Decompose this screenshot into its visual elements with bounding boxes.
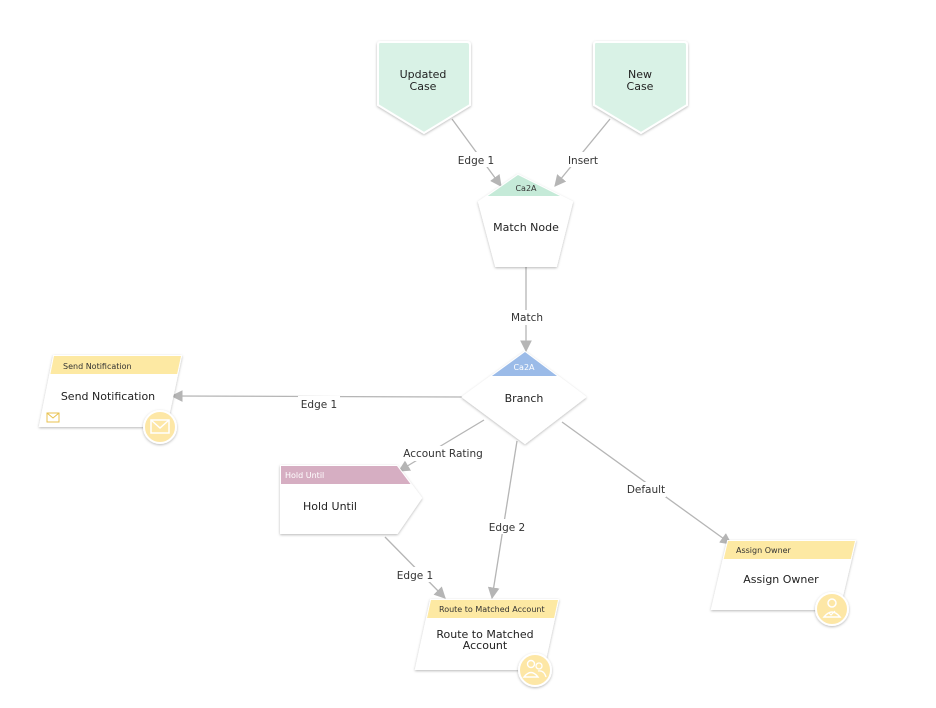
node-label-line1: Route to Matched <box>436 628 533 641</box>
node-label: Match Node <box>493 221 559 234</box>
hold-until-node[interactable]: Hold Until Hold Until <box>276 465 426 534</box>
task-node-send-notification[interactable]: Send Notification Send Notification <box>30 355 190 444</box>
start-node-updated-case[interactable]: Updated Case <box>377 41 471 135</box>
match-node[interactable]: Ca2A Match Node <box>470 170 580 267</box>
node-label-line2: Case <box>410 80 437 93</box>
node-label: Hold Until <box>303 500 357 513</box>
edge-hold-to-route[interactable]: Edge 1 <box>384 536 446 599</box>
task-node-assign-owner[interactable]: Assign Owner Assign Owner <box>705 540 865 626</box>
node-label-line1: Updated <box>400 68 447 81</box>
node-label-line2: Account <box>463 639 508 652</box>
edge-label: Insert <box>568 155 598 167</box>
node-label-line1: New <box>628 68 652 81</box>
node-band-label: Send Notification <box>63 362 132 371</box>
edge-label: Edge 2 <box>489 522 525 534</box>
users-icon <box>518 653 552 687</box>
edge-label: Edge 1 <box>397 570 433 582</box>
edge-branch-to-assign-owner[interactable]: Default <box>561 421 732 545</box>
node-label: Branch <box>505 392 544 405</box>
edge-label: Edge 1 <box>301 399 337 411</box>
envelope-icon <box>143 410 177 444</box>
edge-updated-to-match[interactable]: Edge 1 <box>451 118 502 187</box>
node-badge: Ca2A <box>515 184 537 193</box>
user-assign-icon <box>815 592 849 626</box>
node-badge: Ca2A <box>513 363 535 372</box>
edge-new-to-match[interactable]: Insert <box>554 118 611 187</box>
edge-branch-to-route[interactable]: Edge 2 <box>487 440 527 600</box>
node-label-line2: Case <box>627 80 654 93</box>
edge-label: Edge 1 <box>458 155 494 167</box>
task-node-route-to-matched-account[interactable]: Route to Matched Account Route to Matche… <box>410 599 570 687</box>
branch-node[interactable]: Ca2A Branch <box>460 350 590 445</box>
node-band-label: Hold Until <box>285 471 324 480</box>
node-band-label: Route to Matched Account <box>439 605 545 614</box>
edge-branch-to-hold-until[interactable]: Account Rating <box>397 419 485 472</box>
envelope-icon <box>46 412 60 423</box>
edge-label: Match <box>511 312 543 324</box>
node-label: Send Notification <box>61 390 155 403</box>
edge-label: Default <box>627 484 665 496</box>
node-label: Assign Owner <box>743 573 819 586</box>
node-band-label: Assign Owner <box>736 546 792 555</box>
edge-branch-to-send-notification[interactable]: Edge 1 <box>170 390 464 411</box>
start-node-new-case[interactable]: New Case <box>593 41 688 135</box>
edge-label: Account Rating <box>403 448 483 460</box>
edge-match-to-branch[interactable]: Match <box>509 266 545 353</box>
